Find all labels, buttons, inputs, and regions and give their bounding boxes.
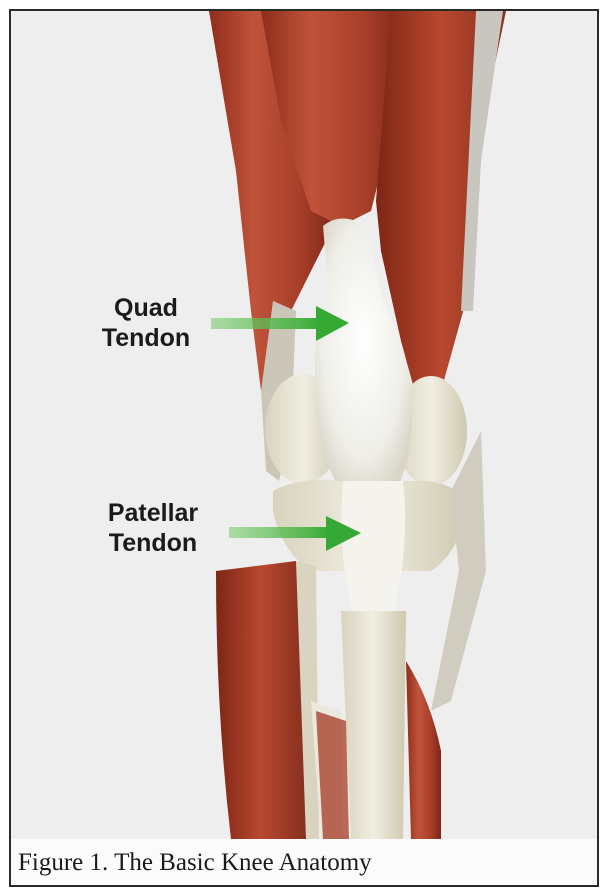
arrows-layer	[11, 11, 597, 839]
knee-anatomy-illustration: Quad Tendon Patellar Tendon	[11, 11, 597, 839]
quad-tendon-label-line2: Tendon	[81, 323, 211, 353]
patellar-tendon-label-line1: Patellar	[73, 498, 233, 528]
patellar-tendon-label: Patellar Tendon	[73, 498, 233, 558]
quad-tendon-arrow-icon	[211, 306, 349, 341]
quad-tendon-label: Quad Tendon	[81, 293, 211, 353]
patellar-tendon-arrow-icon	[229, 516, 361, 551]
quad-tendon-label-line1: Quad	[81, 293, 211, 323]
patellar-tendon-label-line2: Tendon	[73, 528, 233, 558]
figure-caption: Figure 1. The Basic Knee Anatomy	[18, 849, 372, 877]
